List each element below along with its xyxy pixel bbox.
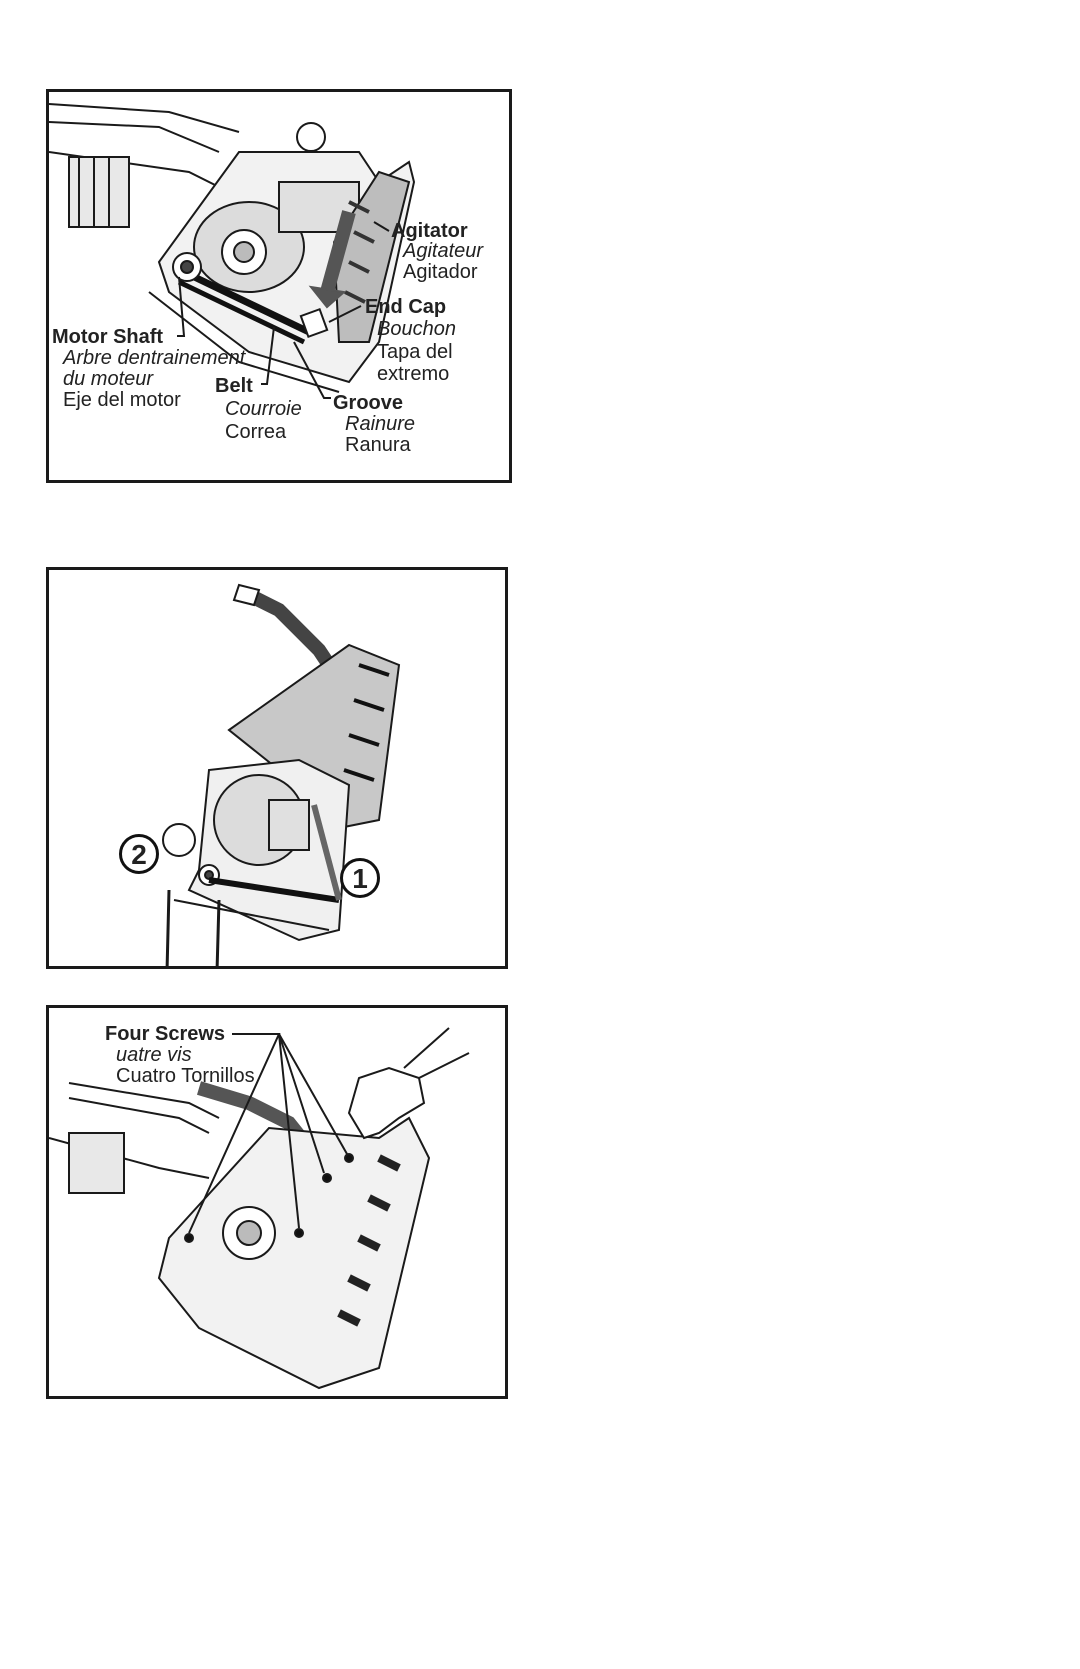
end-cap-label-en: End Cap [365,296,447,318]
step-1-marker: 1 [340,858,380,898]
agitator-label-es: Agitador [403,261,478,283]
figure-remove-agitator: 2 1 [46,567,508,969]
groove-label-es: Ranura [345,434,411,456]
belt-label-es: Correa [225,421,287,443]
four-screws-illustration [49,1027,470,1390]
end-cap-label-fr: Bouchon [377,318,456,340]
belt-label-en: Belt [215,375,253,397]
groove-label-fr: Rainure [345,413,416,435]
figure-agitator-belt: Agitator Agitateur Agitador End Cap Bouc… [46,89,512,483]
step-2-marker: 2 [119,834,159,874]
motor-shaft-label-es: Eje del motor [63,389,181,411]
vacuum-underside-illustration [49,103,416,399]
end-cap-label-es-2: extremo [377,363,450,385]
motor-shaft-label-en: Motor Shaft [52,326,164,348]
belt-label-fr: Courroie [225,398,302,420]
agitator-removal-illustration [162,583,401,966]
motor-shaft-label-fr-2: du moteur [63,368,154,390]
agitator-label-en: Agitator [391,220,468,242]
groove-label-en: Groove [333,392,404,414]
four-screws-label-fr: uatre vis [116,1044,192,1066]
agitator-label-fr: Agitateur [403,240,484,262]
end-cap-label-es-1: Tapa del [377,341,453,363]
motor-shaft-label-fr-1: Arbre dentrainement [63,347,246,369]
figure-four-screws: Four Screws uatre vis Cuatro Tornillos [46,1005,508,1399]
four-screws-label-en: Four Screws [105,1023,226,1045]
four-screws-label-es: Cuatro Tornillos [116,1065,255,1087]
